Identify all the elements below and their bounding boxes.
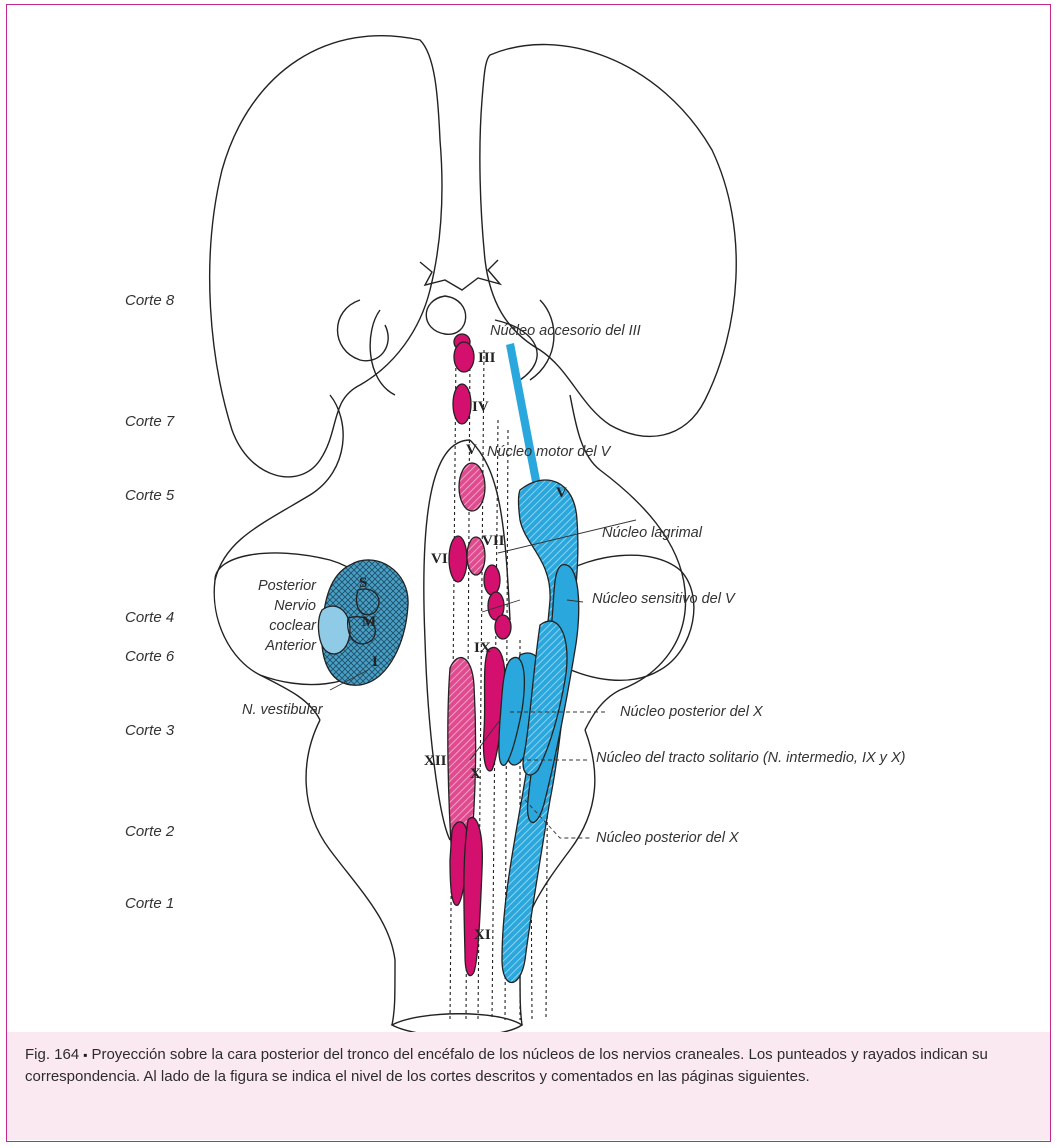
nucleus-iv bbox=[453, 384, 471, 424]
corte-7-label: Corte 7 bbox=[125, 413, 174, 430]
nucleus-xi bbox=[464, 817, 482, 975]
corte-3-label: Corte 3 bbox=[125, 722, 174, 739]
roman-vi: VI bbox=[431, 551, 448, 567]
label-posterior-x-2: Núcleo posterior del X bbox=[596, 830, 739, 846]
label-coclear-posterior: Posterior bbox=[250, 578, 316, 594]
label-vestibular: N. vestibular bbox=[242, 702, 323, 718]
roman-ix: IX bbox=[474, 640, 491, 656]
left-hemisphere-outline bbox=[210, 36, 442, 477]
roman-iv: IV bbox=[472, 399, 489, 415]
roman-v-motor: V bbox=[466, 442, 477, 458]
nucleus-v-motor bbox=[459, 463, 485, 511]
label-lagrimal: Núcleo lagrimal bbox=[602, 525, 702, 541]
roman-xii: XII bbox=[424, 753, 447, 769]
label-accesorio-iii: Núcleo accesorio del III bbox=[490, 323, 641, 339]
roman-x: X bbox=[470, 766, 481, 782]
nucleus-iii bbox=[454, 342, 474, 372]
nucleus-vi-a bbox=[449, 536, 467, 582]
corte-8-label: Corte 8 bbox=[125, 292, 174, 309]
caption-bullet: ▪ bbox=[83, 1048, 87, 1062]
roman-i: I bbox=[372, 654, 378, 670]
roman-v-sensory: V bbox=[556, 485, 567, 501]
roman-vii: VII bbox=[482, 533, 505, 549]
corte-1-label: Corte 1 bbox=[125, 895, 174, 912]
label-sensitivo-v: Núcleo sensitivo del V bbox=[592, 591, 735, 607]
corte-5-label: Corte 5 bbox=[125, 487, 174, 504]
roman-m: M bbox=[362, 614, 376, 630]
vestibular-nucleus bbox=[318, 606, 350, 654]
nucleus-salivary bbox=[495, 615, 511, 639]
label-coclear-nervio: Nervio bbox=[250, 598, 316, 614]
figure-caption: Fig. 164 ▪Proyección sobre la cara poster… bbox=[25, 1044, 1030, 1088]
label-motor-v: Núcleo motor del V bbox=[487, 444, 610, 460]
caption-fig-label: Fig. 164 bbox=[25, 1046, 79, 1063]
label-coclear-anterior: Anterior bbox=[250, 638, 316, 654]
nucleus-lacrimal-1 bbox=[484, 565, 500, 595]
roman-xi: XI bbox=[474, 927, 491, 943]
roman-iii: III bbox=[478, 350, 496, 366]
roman-s: S bbox=[359, 575, 367, 591]
corte-4-label: Corte 4 bbox=[125, 609, 174, 626]
corte-6-label: Corte 6 bbox=[125, 648, 174, 665]
label-coclear-coclear: coclear bbox=[250, 618, 316, 634]
label-posterior-x-1: Núcleo posterior del X bbox=[620, 704, 763, 720]
label-tracto-solitario: Núcleo del tracto solitario (N. intermed… bbox=[596, 750, 905, 766]
corte-2-label: Corte 2 bbox=[125, 823, 174, 840]
caption-text: Proyección sobre la cara posterior del t… bbox=[25, 1046, 988, 1085]
